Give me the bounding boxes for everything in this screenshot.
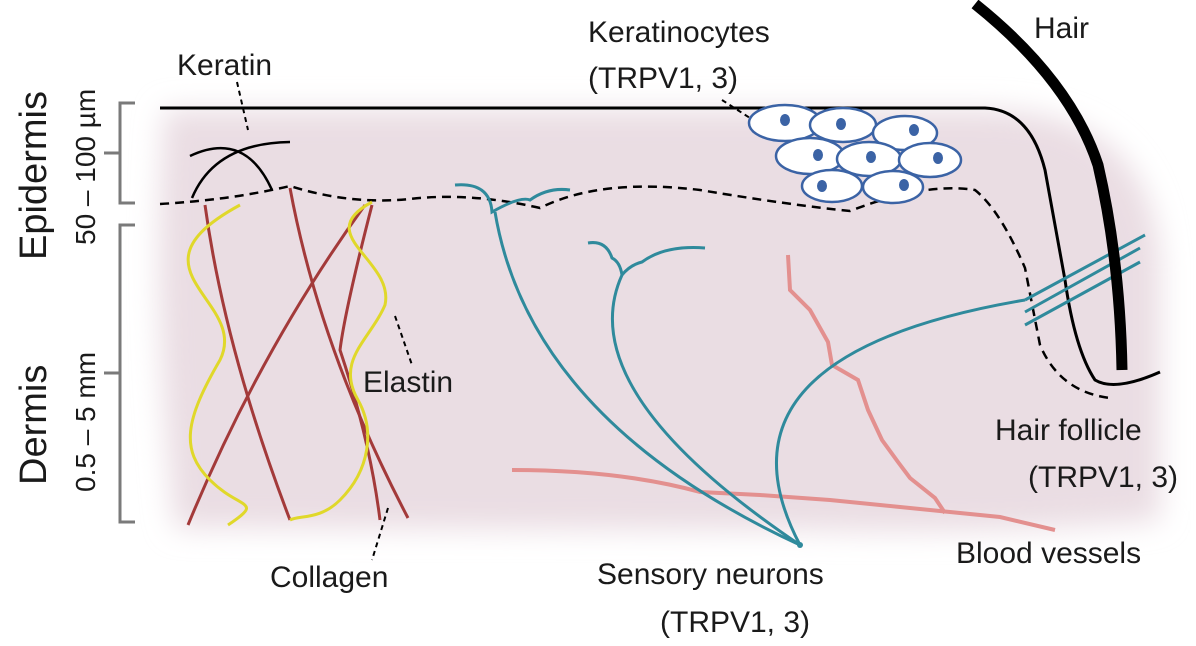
keratinocytes-label: Keratinocytes xyxy=(588,16,770,49)
sensory-neurons-subtitle: (TRPV1, 3) xyxy=(660,606,810,639)
sensory-neurons-label: Sensory neurons xyxy=(597,558,824,591)
dermis-depth-label: 0.5 – 5 mm xyxy=(70,352,101,492)
hair-label: Hair xyxy=(1034,12,1089,45)
keratinocyte-nuclei xyxy=(780,114,943,192)
depth-bracket-dermis xyxy=(104,223,135,524)
keratinocytes-subtitle: (TRPV1, 3) xyxy=(588,62,738,95)
epidermis-depth-label: 50 – 100 µm xyxy=(70,89,101,245)
hair-shaft xyxy=(971,0,1128,371)
epidermis-label: Epidermis xyxy=(13,91,55,260)
elastin-label: Elastin xyxy=(363,366,453,399)
collagen-label: Collagen xyxy=(270,561,388,594)
depth-bracket-epidermis xyxy=(104,101,135,205)
leader-lines xyxy=(236,81,751,561)
keratin-label: Keratin xyxy=(177,49,272,82)
tissue-background xyxy=(159,110,1160,532)
basement-membrane-line xyxy=(159,184,1111,400)
skin-surface-line xyxy=(160,106,1161,386)
neuron-soma xyxy=(797,542,803,548)
elastin-fibers xyxy=(186,200,388,527)
blood-vessels xyxy=(511,254,1056,532)
dermis-label: Dermis xyxy=(13,365,55,485)
keratin-fibers xyxy=(189,140,291,199)
hair-follicle-label: Hair follicle xyxy=(995,414,1142,447)
hair-follicle-subtitle: (TRPV1, 3) xyxy=(1028,461,1178,494)
blood-vessels-label: Blood vessels xyxy=(956,537,1141,570)
